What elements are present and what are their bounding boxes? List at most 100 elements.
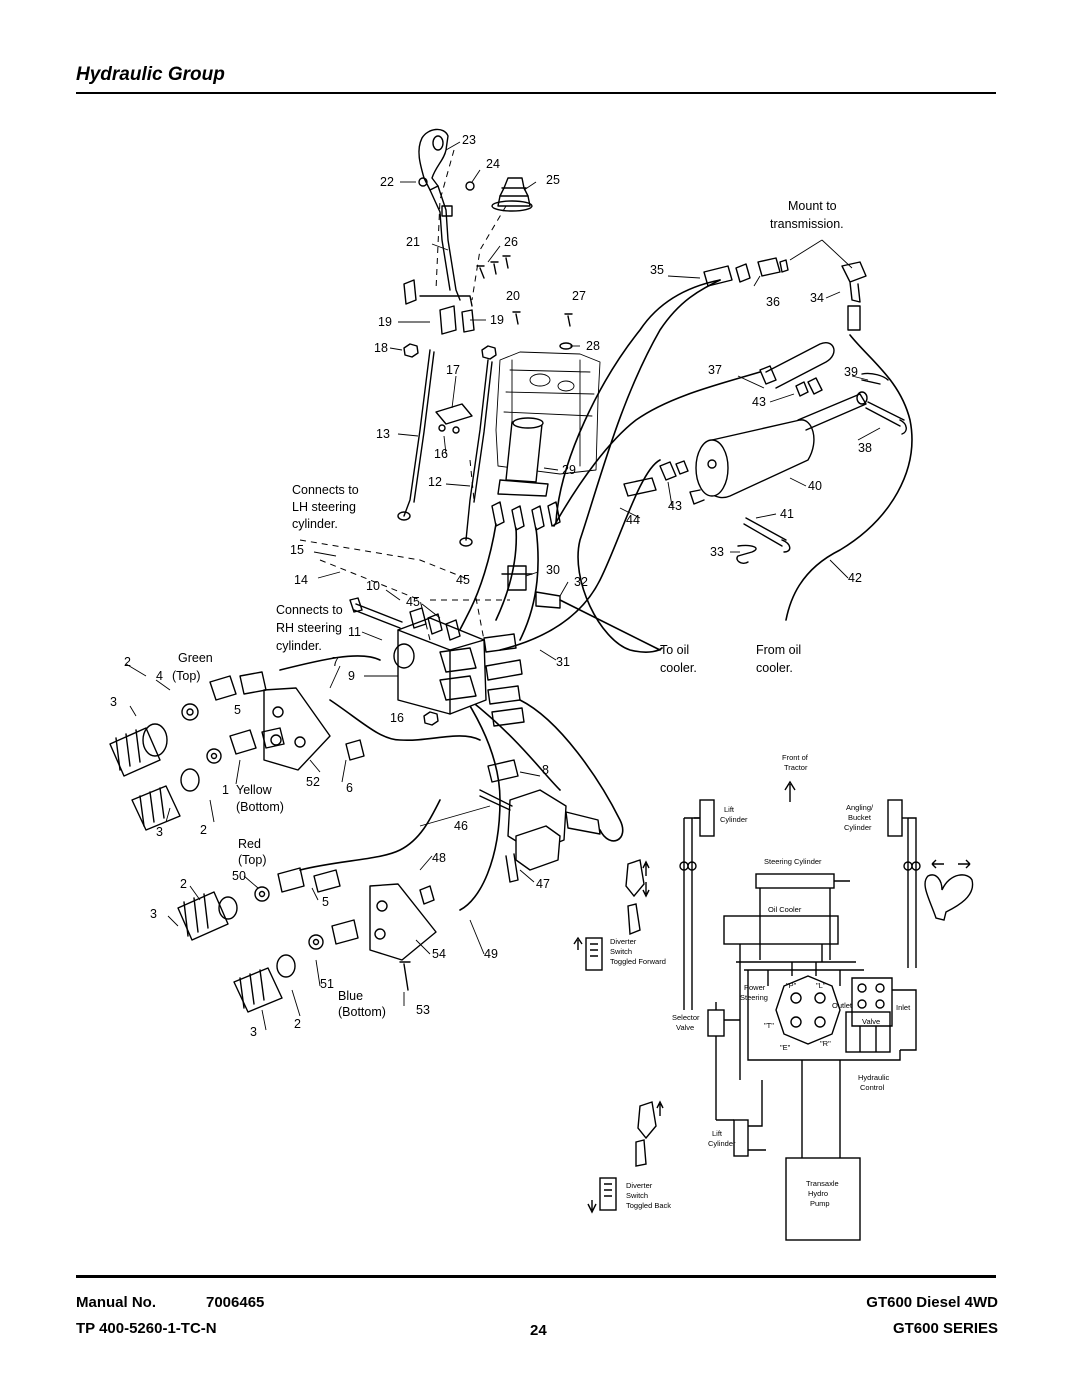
pin-38	[865, 401, 907, 435]
series-name: GT600 SERIES	[892, 1320, 998, 1337]
callout-7: 7	[332, 655, 339, 669]
fitting-8	[487, 759, 519, 783]
note-rh-3: cylinder.	[276, 639, 322, 653]
schematic-e1: "E"	[780, 1043, 791, 1052]
schematic-lift-2: Cylinder	[720, 815, 748, 824]
callout-3-d: 3	[250, 1025, 257, 1039]
note-blue: Blue	[338, 989, 363, 1003]
callout-2-a: 2	[124, 655, 131, 669]
note-green-top: (Top)	[172, 669, 200, 683]
callout-29: 29	[562, 463, 576, 477]
valve-fittings	[491, 501, 561, 531]
header-rule	[76, 92, 996, 94]
note-from-oil-2: cooler.	[756, 661, 793, 675]
callout-2-c: 2	[180, 877, 187, 891]
callout-49: 49	[484, 947, 498, 961]
callout-12: 12	[428, 475, 442, 489]
bracket-20	[419, 295, 473, 307]
callout-17: 17	[446, 363, 460, 377]
schematic-front-2: Tractor	[784, 763, 808, 772]
diverter-valve-46	[419, 789, 601, 905]
callout-2-b: 2	[200, 823, 207, 837]
callout-36: 36	[766, 295, 780, 309]
hydraulic-hoses	[279, 279, 913, 911]
callout-48: 48	[432, 851, 446, 865]
selector-valve-block	[393, 607, 487, 715]
nut-16	[423, 711, 439, 726]
callout-18: 18	[374, 341, 388, 355]
callout-5-a: 5	[234, 703, 241, 717]
schematic-l1: "L"	[816, 981, 826, 990]
control-valve-29	[497, 417, 549, 497]
callout-21: 21	[406, 235, 420, 249]
callout-15: 15	[290, 543, 304, 557]
callout-34: 34	[810, 291, 824, 305]
schematic-oil-cooler: Oil Cooler	[768, 905, 802, 914]
schematic-lift2-2: Cylinder	[708, 1139, 736, 1148]
schematic-power-2: Steering	[740, 993, 768, 1002]
note-rh-2: RH steering	[276, 621, 342, 635]
down-arrow-icon	[587, 1200, 597, 1214]
callout-27: 27	[572, 289, 586, 303]
callout-30: 30	[546, 563, 560, 577]
callout-38: 38	[858, 441, 872, 455]
transmission-housing	[495, 351, 601, 475]
callout-10: 10	[366, 579, 380, 593]
schematic-power-1: Power	[744, 983, 766, 992]
callout-2-d: 2	[294, 1017, 301, 1031]
note-green: Green	[178, 651, 213, 665]
bolt-22	[418, 177, 428, 187]
schematic-outlet: Outlet	[832, 1001, 853, 1010]
schematic-valve: Valve	[862, 1017, 880, 1026]
callout-23: 23	[462, 133, 476, 147]
callout-44: 44	[626, 513, 640, 527]
note-mount-2: transmission.	[770, 217, 844, 231]
callout-24: 24	[486, 157, 500, 171]
note-yellow-bottom: (Bottom)	[236, 800, 284, 814]
screw-53	[399, 961, 411, 991]
callout-28: 28	[586, 339, 600, 353]
up-arrow-icon	[573, 936, 583, 950]
callout-40: 40	[808, 479, 822, 493]
screws-27	[512, 311, 573, 327]
schematic-angling-1: Angling/	[846, 803, 874, 812]
callout-9: 9	[348, 669, 355, 683]
callout-26: 26	[504, 235, 518, 249]
manual-number: 7006465	[206, 1294, 265, 1311]
callout-4: 4	[156, 669, 163, 683]
callout-43-bottom: 43	[668, 499, 682, 513]
callout-37: 37	[708, 363, 722, 377]
bracket-52	[263, 687, 331, 771]
rod-13	[403, 349, 435, 517]
schematic-lift-1: Lift	[724, 805, 735, 814]
schematic-transaxle-1: Transaxle	[806, 1179, 839, 1188]
clip-33	[736, 544, 757, 565]
callout-22: 22	[380, 175, 394, 189]
nut-24	[465, 181, 475, 191]
callout-45-bottom: 45	[406, 595, 420, 609]
fittings-43	[623, 460, 689, 497]
callout-3-a: 3	[110, 695, 117, 709]
callout-8: 8	[542, 763, 549, 777]
note-to-oil-1: To oil	[660, 643, 689, 657]
schematic-front-1: Front of	[782, 753, 809, 762]
shift-boot	[491, 177, 533, 212]
callout-16-bottom: 16	[390, 711, 404, 725]
callout-43-top: 43	[752, 395, 766, 409]
note-red-top: (Top)	[238, 853, 266, 867]
callout-39: 39	[844, 365, 858, 379]
bracket-54	[369, 883, 437, 961]
callout-14: 14	[294, 573, 308, 587]
note-mount-1: Mount to	[788, 199, 837, 213]
callout-16-top: 16	[434, 447, 448, 461]
note-lh-2: LH steering	[292, 500, 356, 514]
callout-11: 11	[348, 625, 361, 639]
callout-13: 13	[376, 427, 390, 441]
schematic-p1: "P"	[786, 981, 797, 990]
fittings-34-36	[703, 257, 867, 331]
schematic-transaxle-2: Hydro	[808, 1189, 828, 1198]
note-from-oil-1: From oil	[756, 643, 801, 657]
schematic-hydraulic-1: Hydraulic	[858, 1073, 890, 1082]
quick-couplers	[109, 723, 296, 1013]
